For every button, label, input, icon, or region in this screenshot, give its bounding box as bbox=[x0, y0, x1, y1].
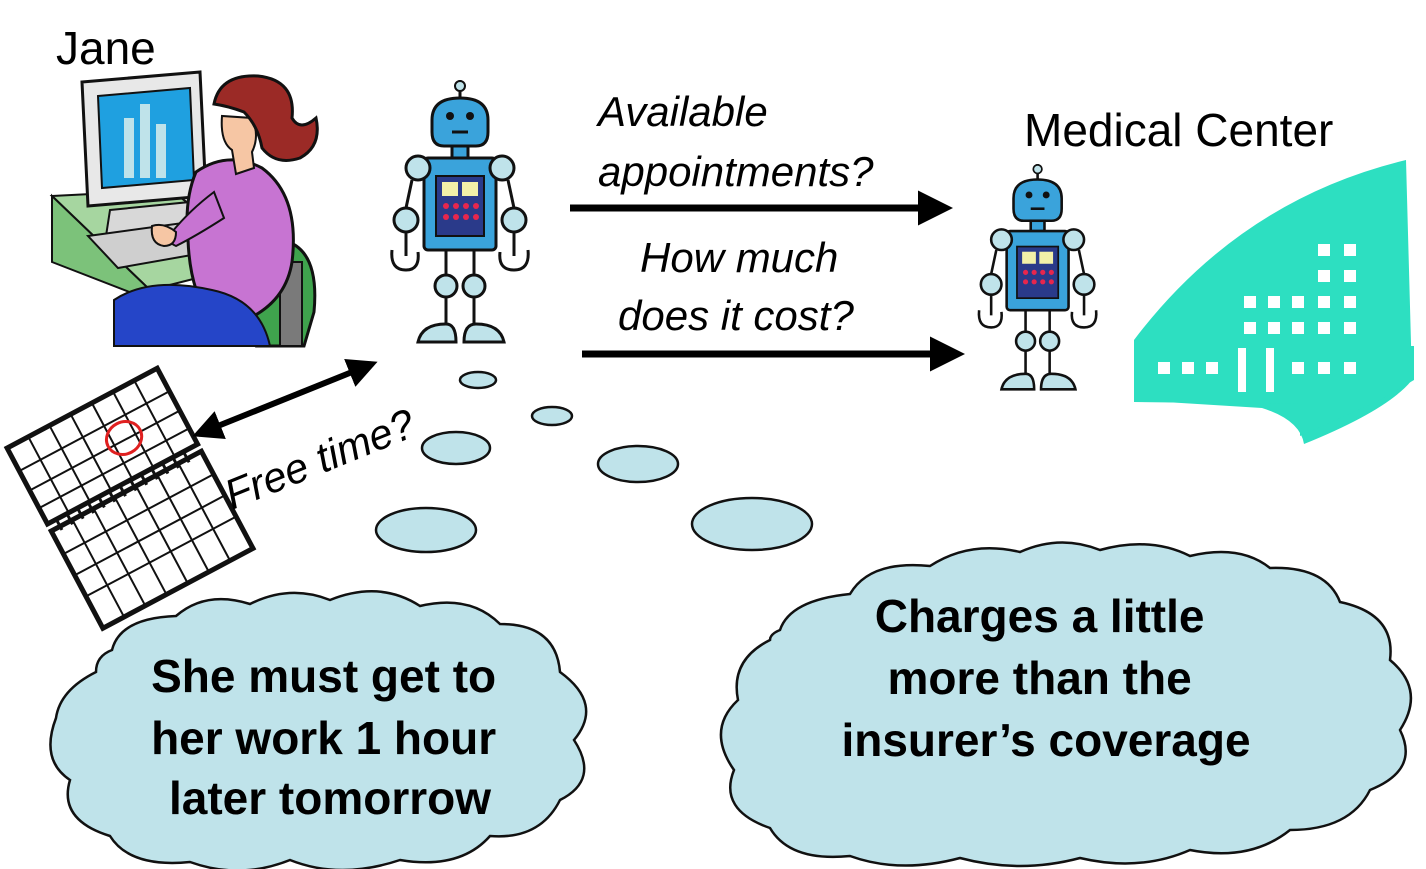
right-thought-cloud bbox=[719, 541, 1413, 868]
woman-at-computer-icon bbox=[49, 70, 319, 348]
cost-question: How much does it cost? bbox=[618, 234, 854, 339]
left-thought-cloud bbox=[49, 590, 588, 869]
cost-finding-text: Charges a little more than the insurer’s… bbox=[841, 590, 1250, 766]
provider-robot-icon bbox=[977, 162, 1098, 391]
jane-constraint-text: She must get to her work 1 hour later to… bbox=[151, 650, 509, 824]
appointments-question: Available appointments? bbox=[595, 88, 874, 195]
medical-center-label: Medical Center bbox=[1024, 104, 1333, 156]
hospital-building-icon bbox=[1134, 160, 1414, 444]
free-time-arrow bbox=[192, 359, 378, 439]
calendar-icon bbox=[3, 364, 257, 632]
thought-bubble-trail bbox=[374, 370, 814, 554]
robot-icon bbox=[390, 78, 530, 344]
free-time-question: Free time? bbox=[218, 399, 422, 518]
jane-label: Jane bbox=[56, 22, 156, 74]
